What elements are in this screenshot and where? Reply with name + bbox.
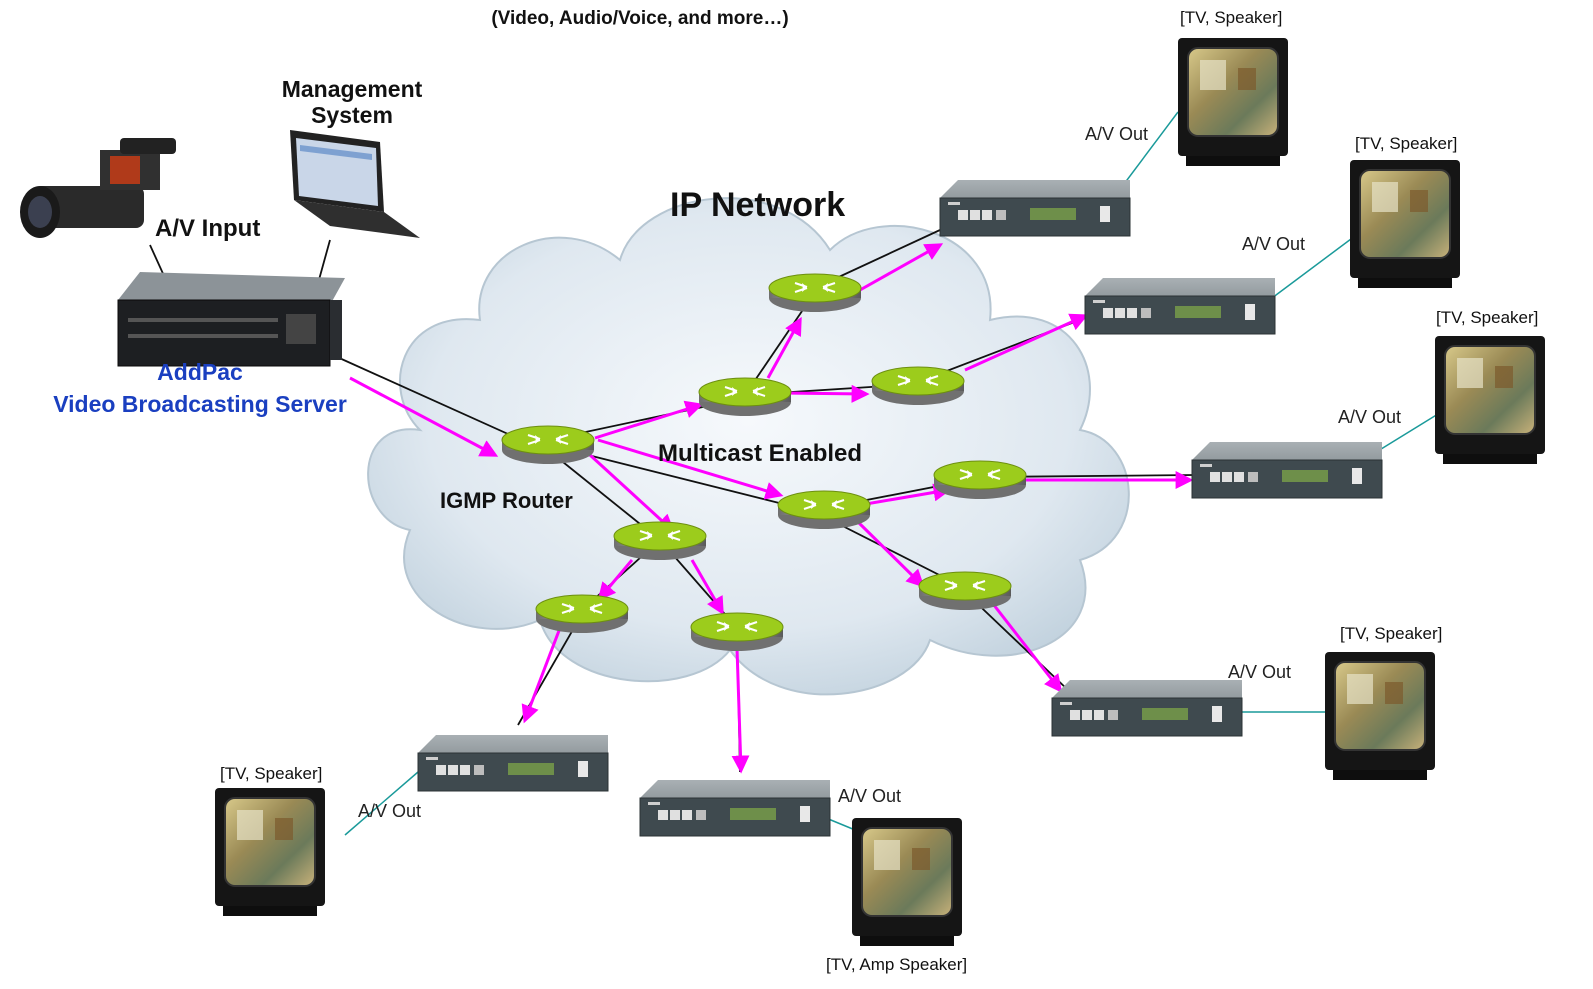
router	[933, 460, 1027, 500]
receiver-caption: [TV, Amp Speaker]	[826, 955, 968, 974]
multicast-arrows	[349, 243, 1194, 774]
av-out-label: A/V Out	[1228, 662, 1292, 682]
server-line2: Video Broadcasting Server	[53, 391, 347, 417]
router	[768, 273, 862, 313]
management-system-label: Management System	[262, 76, 442, 128]
router	[777, 490, 871, 530]
management-line2: System	[311, 102, 393, 128]
router	[690, 612, 784, 652]
receiver-caption: [TV, Speaker]	[1355, 134, 1458, 153]
router	[698, 377, 792, 417]
av-out-label: A/V Out	[358, 801, 422, 821]
multicast-label: Multicast Enabled	[658, 440, 863, 467]
diagram-heading: (Video, Audio/Voice, and more…)	[491, 8, 789, 29]
ip-network-title: IP Network	[670, 186, 846, 224]
laptop-icon	[290, 130, 420, 238]
decoder-device	[939, 179, 1131, 237]
av-out-label: A/V Out	[1338, 407, 1402, 427]
receiver-caption: [TV, Speaker]	[1340, 624, 1443, 643]
receiver-caption: [TV, Speaker]	[220, 764, 323, 783]
tv-icon	[851, 817, 963, 947]
router	[871, 366, 965, 406]
receiver-caption: [TV, Speaker]	[1436, 308, 1539, 327]
tv-icon	[1324, 651, 1436, 781]
igmp-router-label: IGMP Router	[440, 488, 573, 513]
tv-icon	[214, 787, 326, 917]
camcorder-icon	[20, 138, 176, 238]
server-line1: AddPac	[157, 359, 243, 385]
av-out-label: A/V Out	[1242, 234, 1306, 254]
router	[918, 571, 1012, 611]
av-input-label: A/V Input	[155, 215, 261, 242]
decoder-device	[1084, 277, 1276, 335]
decoder-device	[1191, 441, 1383, 499]
broadcasting-server	[117, 272, 345, 367]
receiver-caption: [TV, Speaker]	[1180, 8, 1283, 27]
tv-icon	[1349, 159, 1461, 289]
av-out-label: A/V Out	[838, 786, 902, 806]
decoder-device	[1051, 679, 1243, 737]
decoder-device	[639, 779, 831, 837]
router	[613, 521, 707, 561]
management-line1: Management	[281, 76, 423, 102]
tv-icon	[1177, 37, 1289, 167]
tv-icon	[1434, 335, 1546, 465]
av-out-label: A/V Out	[1085, 124, 1149, 144]
ip-network-cloud	[367, 197, 1130, 696]
server-label: AddPac Video Broadcasting Server	[30, 356, 370, 420]
router-igmp	[501, 425, 595, 465]
router	[535, 594, 629, 634]
decoder-device	[417, 734, 609, 792]
